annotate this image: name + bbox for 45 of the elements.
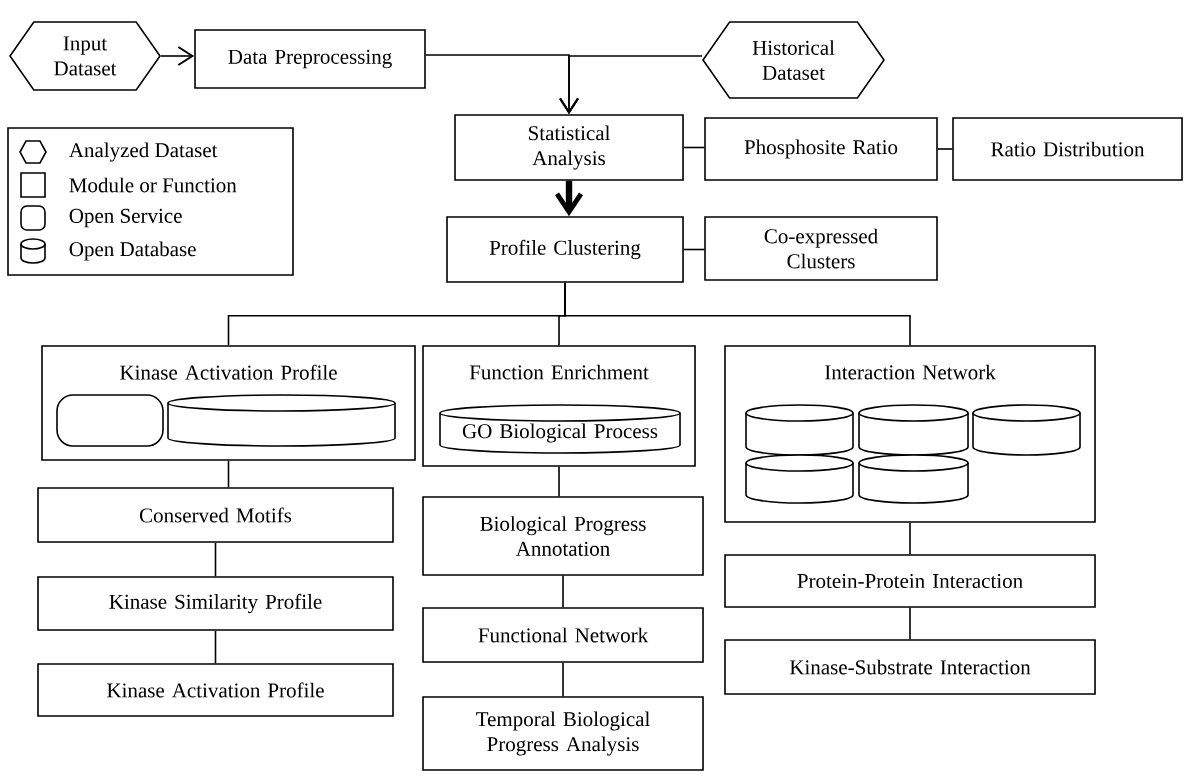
connector xyxy=(214,630,217,664)
database-cylinder xyxy=(858,454,969,504)
database-cylinder xyxy=(745,454,854,504)
module-box: Biological Progress Annotation xyxy=(422,496,704,576)
module-box: Protein-Protein Interaction xyxy=(724,554,1096,608)
module-box: Ratio Distribution xyxy=(952,117,1183,181)
database-cylinder: GO Biological Process xyxy=(439,404,681,454)
module-box: Phosphosite Ratio xyxy=(704,117,938,181)
connector xyxy=(160,46,195,66)
module-box: Statistical Analysis xyxy=(454,114,684,181)
dataset-hexagon: Input Dataset xyxy=(9,21,161,91)
connector xyxy=(562,575,564,608)
database-cylinder xyxy=(858,404,969,456)
connector xyxy=(909,607,911,640)
module-panel: Kinase Activation Profile xyxy=(41,345,416,461)
connector xyxy=(937,148,953,150)
database-cylinder xyxy=(167,394,396,447)
module-box: Conserved Motifs xyxy=(37,487,394,543)
connector xyxy=(564,282,911,346)
connector xyxy=(683,248,705,251)
legend-text: Module or Function xyxy=(69,177,237,193)
connector xyxy=(558,466,560,497)
dataset-hexagon: Historical Dataset xyxy=(702,21,885,99)
module-box: Co-expressed Clusters xyxy=(704,216,938,281)
connector xyxy=(559,55,703,115)
module-box: Functional Network xyxy=(422,607,704,663)
module-box: Kinase Activation Profile xyxy=(37,663,394,717)
connector xyxy=(683,146,705,149)
legend-text: Open Service xyxy=(69,208,182,228)
connector xyxy=(227,460,230,488)
module-box: Temporal Biological Progress Analysis xyxy=(422,696,704,771)
module-box: Kinase-Substrate Interaction xyxy=(724,639,1096,695)
legend-text: Analyzed Dataset xyxy=(69,142,218,162)
module-box: Kinase Similarity Profile xyxy=(37,576,394,631)
database-cylinder xyxy=(972,404,1081,456)
connector xyxy=(909,522,911,555)
module-panel: Interaction Network xyxy=(724,345,1096,523)
connector xyxy=(214,542,217,577)
module-box: Profile Clustering xyxy=(446,216,684,283)
connector xyxy=(555,180,583,217)
service-box xyxy=(56,394,164,447)
database-cylinder xyxy=(745,404,854,456)
module-box: Data Preprocessing xyxy=(194,29,426,89)
legend-text: Open Database xyxy=(69,241,196,261)
connector xyxy=(562,662,564,697)
